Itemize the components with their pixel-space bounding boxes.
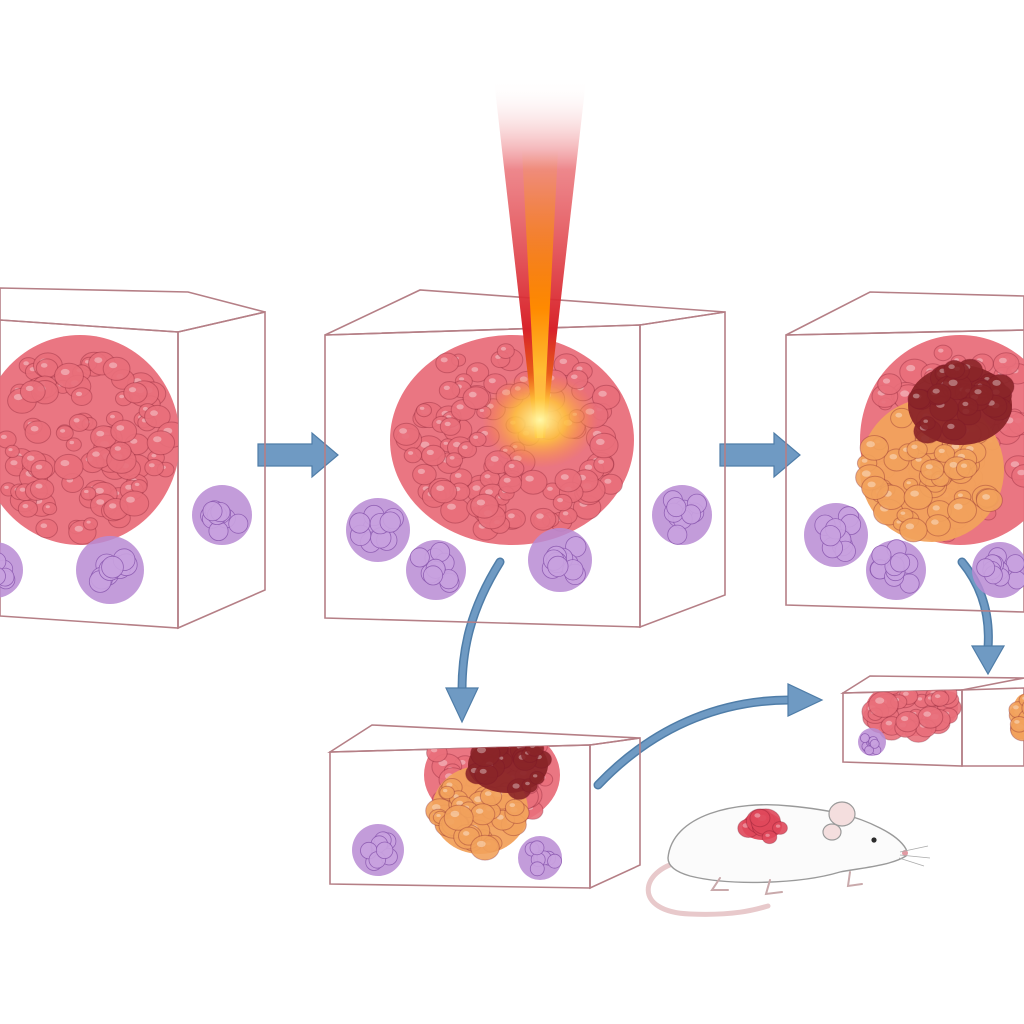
tissue-side-face (639, 311, 726, 629)
tissue-front-face (785, 329, 1024, 613)
arrow-sample-to-transplant (593, 683, 824, 790)
ablated-zone (1008, 693, 1024, 742)
arrow-stage1-to-stage2 (257, 431, 339, 479)
immune-cell-cluster (518, 836, 562, 880)
tumor-mass (0, 335, 178, 545)
untreated-tumor-block (0, 287, 266, 630)
immune-cell-cluster (858, 728, 886, 756)
laser-beam (482, 80, 598, 468)
post-treatment-necrosis-block (785, 291, 1024, 613)
mouse-whisker (898, 857, 925, 867)
arrow-stage3-to-transplant (957, 557, 1006, 676)
mouse-whisker (899, 845, 929, 853)
immune-cell-cluster (866, 539, 926, 600)
mouse-eye (871, 837, 877, 843)
mouse-tumor-site (737, 808, 788, 845)
arrow-stage2-to-sample (445, 557, 505, 724)
transplanted-tissue-block (840, 675, 1024, 767)
tissue-top-face (785, 291, 1024, 336)
tumor-mass (861, 690, 962, 743)
immune-cell-cluster (804, 503, 868, 567)
mouse-model (645, 801, 931, 917)
tissue-side-face (177, 310, 266, 630)
mouse-body (667, 804, 908, 884)
immune-cell-cluster (192, 485, 252, 545)
excised-tissue-sample-block (327, 724, 641, 890)
immune-cell-cluster (0, 542, 23, 598)
immune-cell-cluster (972, 542, 1024, 598)
arrow-stage2-to-stage3 (719, 431, 801, 479)
mouse-paw (710, 877, 729, 891)
necrotic-core (907, 358, 1015, 445)
immune-cell-cluster (346, 498, 410, 562)
immune-cell-cluster (352, 824, 404, 876)
immune-cell-cluster (406, 540, 466, 600)
immune-cell-cluster (652, 485, 712, 545)
tissue-top-face (0, 287, 266, 333)
mouse-tail (645, 859, 771, 917)
laser-impact-glow (482, 372, 598, 468)
tissue-side-face (961, 687, 1024, 767)
mouse-paw (764, 879, 783, 896)
mouse-ear (828, 801, 856, 827)
mouse-ear (822, 823, 842, 841)
immune-cell-cluster (528, 528, 592, 592)
tissue-side-face (589, 737, 641, 890)
mouse-paw (846, 871, 863, 888)
immune-cell-cluster (76, 536, 144, 604)
mouse-whisker (899, 854, 931, 859)
